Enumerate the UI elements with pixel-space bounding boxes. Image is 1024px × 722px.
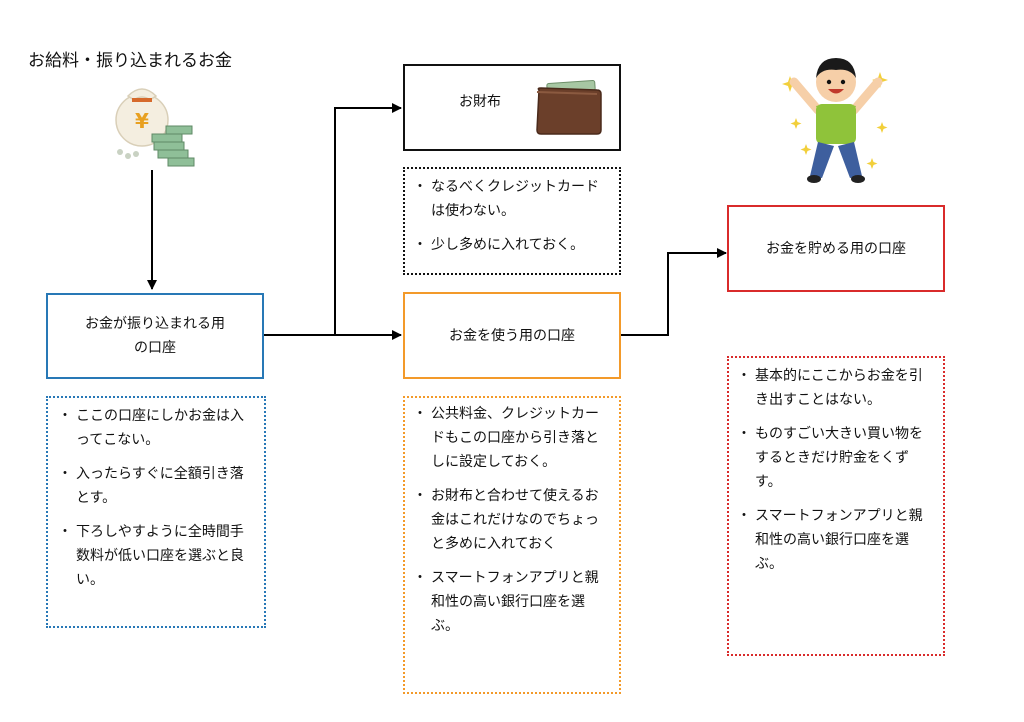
arrow-spend-to-save xyxy=(621,248,727,336)
save-account-label: お金を貯める用の口座 xyxy=(766,240,906,257)
arrow-receive-to-wallet xyxy=(334,103,402,335)
save-note-item: ものすごい大きい買い物をするときだけ貯金をくずす。 xyxy=(737,422,933,494)
happy-jumping-person-icon xyxy=(782,58,888,183)
spend-note-item: スマートフォンアプリと親和性の高い銀行口座を選ぶ。 xyxy=(413,566,607,638)
wallet-note-item: なるべくクレジットカードは使わない。 xyxy=(413,175,609,223)
receive-note-item: 入ったらすぐに全額引き落とす。 xyxy=(58,462,252,510)
spend-account-box: お金を使う用の口座 xyxy=(403,292,621,379)
receive-note-item: 下ろしやすように全時間手数料が低い口座を選ぶと良い。 xyxy=(58,520,252,592)
wallet-note-item: 少し多めに入れておく。 xyxy=(413,233,609,257)
wallet-label: お財布 xyxy=(459,94,501,110)
save-note-item: スマートフォンアプリと親和性の高い銀行口座を選ぶ。 xyxy=(737,504,933,576)
spend-note-item: 公共料金、クレジットカードもこの口座から引き落としに設定しておく。 xyxy=(413,402,607,474)
receive-notes-box: ここの口座にしかお金は入ってこない。 入ったらすぐに全額引き落とす。 下ろしやす… xyxy=(46,396,266,628)
wallet-box: お財布 xyxy=(403,64,621,151)
svg-text:¥: ¥ xyxy=(135,109,149,133)
money-bag-yen-icon: ¥ xyxy=(115,88,195,167)
brown-wallet-icon xyxy=(536,79,602,135)
salary-title: お給料・振り込まれるお金 xyxy=(28,51,232,71)
save-notes-box: 基本的にここからお金を引き出すことはない。 ものすごい大きい買い物をするときだけ… xyxy=(727,356,945,656)
spend-notes-box: 公共料金、クレジットカードもこの口座から引き落としに設定しておく。 お財布と合わ… xyxy=(403,396,621,694)
receive-account-label: お金が振り込まれる用 の口座 xyxy=(85,316,225,356)
wallet-notes-box: なるべくクレジットカードは使わない。 少し多めに入れておく。 xyxy=(403,167,621,275)
save-account-box: お金を貯める用の口座 xyxy=(727,205,945,292)
save-note-item: 基本的にここからお金を引き出すことはない。 xyxy=(737,364,933,412)
spend-account-label: お金を使う用の口座 xyxy=(449,327,575,344)
spend-note-item: お財布と合わせて使えるお金はこれだけなのでちょっと多めに入れておく xyxy=(413,484,607,556)
receive-note-item: ここの口座にしかお金は入ってこない。 xyxy=(58,404,252,452)
receive-account-box: お金が振り込まれる用 の口座 xyxy=(46,293,264,379)
